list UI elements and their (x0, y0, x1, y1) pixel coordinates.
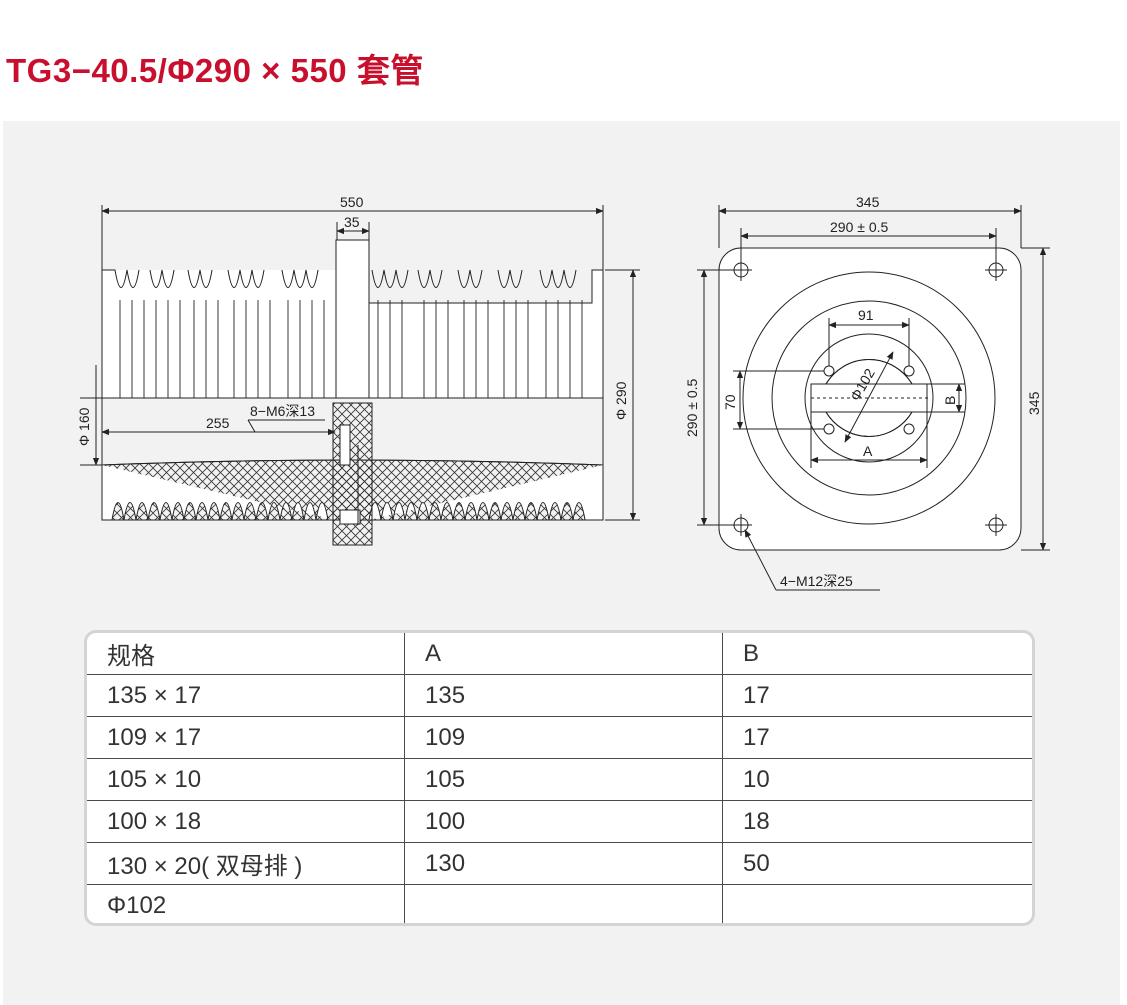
table-row: 105 × 10 105 10 (87, 758, 1032, 801)
dim-inner-diameter: Φ 160 (76, 407, 92, 446)
table-cell: Φ102 (87, 884, 405, 923)
table-cell (404, 884, 723, 923)
dim-hole-spacing-h: 290 ± 0.5 (830, 219, 888, 235)
table-cell: 50 (722, 842, 1032, 885)
table-cell: 130 × 20( 双母排 ) (87, 842, 405, 885)
table-cell: 109 (404, 716, 723, 759)
dim-70: 70 (722, 394, 738, 410)
table-cell: 17 (722, 674, 1032, 717)
dim-hole-spacing-v: 290 ± 0.5 (684, 379, 700, 437)
page-title: TG3−40.5/Φ290 × 550 套管 (6, 52, 424, 89)
table-cell: 109 × 17 (87, 716, 405, 759)
side-view-labels: 550 35 Φ 290 Φ 160 255 8−M6深13 (76, 194, 629, 446)
table-cell: 17 (722, 716, 1032, 759)
mounting-hole-tl (730, 259, 752, 281)
dim-outer-diameter: Φ 290 (613, 381, 629, 420)
table-row: 130 × 20( 双母排 ) 130 50 (87, 842, 1032, 885)
table-row: 135 × 17 135 17 (87, 674, 1032, 717)
mounting-hole-tr (985, 259, 1007, 281)
table-cell: 135 × 17 (87, 674, 405, 717)
dim-overall-length: 550 (340, 194, 364, 210)
table-cell: 18 (722, 800, 1032, 843)
dim-plate-width: 345 (856, 194, 880, 210)
table-cell: 100 (404, 800, 723, 843)
note-mounting: 4−M12深25 (780, 573, 853, 589)
table-row: 100 × 18 100 18 (87, 800, 1032, 843)
spec-table: 规格 A B 135 × 17 135 17 109 × 17 109 17 1… (84, 630, 1035, 926)
mounting-hole-bl (730, 514, 752, 536)
table-cell: 105 (404, 758, 723, 801)
dim-91: 91 (858, 307, 874, 323)
dim-plate-height: 345 (1026, 391, 1042, 415)
table-cell: 10 (722, 758, 1032, 801)
technical-drawing: 550 35 Φ 290 Φ 160 255 8−M6深13 (76, 194, 1050, 591)
table-cell: 130 (404, 842, 723, 885)
table-header-row: 规格 A B (87, 633, 1032, 675)
label-b: B (942, 396, 958, 405)
dim-offset: 255 (206, 415, 230, 431)
table-cell: 105 × 10 (87, 758, 405, 801)
table-header-cell: B (722, 633, 1032, 675)
table-cell: 100 × 18 (87, 800, 405, 843)
table-cell (723, 885, 1033, 924)
end-view (697, 205, 1050, 591)
table-cell: 135 (404, 674, 723, 717)
table-header-cell: A (404, 633, 723, 675)
mounting-hole-br (985, 514, 1007, 536)
side-view (80, 205, 640, 546)
table-row: 109 × 17 109 17 (87, 716, 1032, 759)
table-header-cell: 规格 (87, 633, 405, 675)
note-threads: 8−M6深13 (250, 403, 315, 419)
label-a: A (863, 443, 873, 459)
table-row: Φ102 (87, 884, 1033, 924)
dim-flange-width: 35 (344, 214, 360, 230)
